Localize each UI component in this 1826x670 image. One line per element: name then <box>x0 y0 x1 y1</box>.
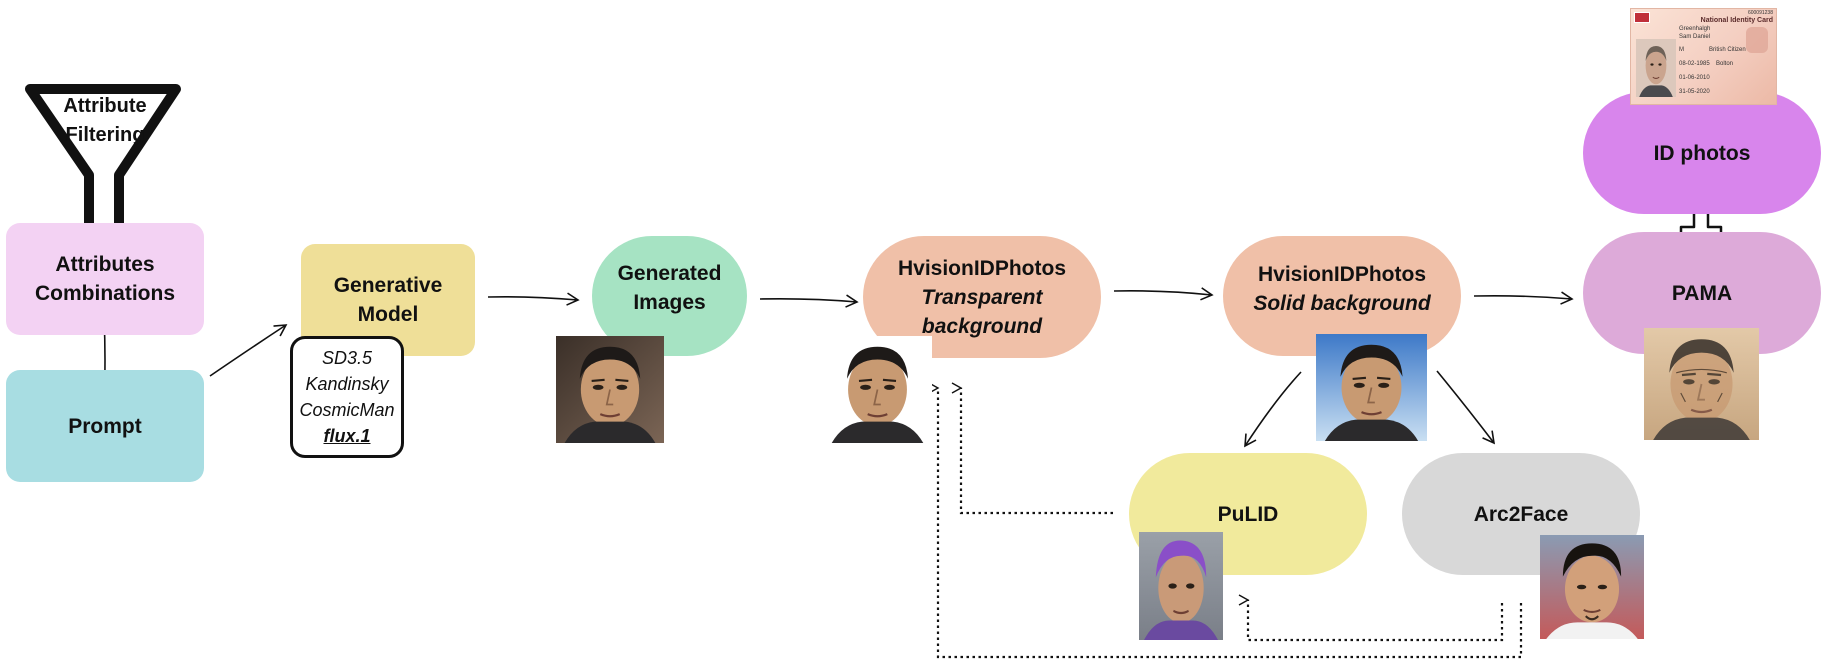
id-card-expiry: 31-05-2020 <box>1679 89 1710 95</box>
node-id-photos-label: ID photos <box>1653 141 1751 165</box>
portrait-arc2face <box>1540 535 1644 639</box>
id-card-nationality: British Citizen <box>1709 47 1746 53</box>
node-hvision-transparent-line1: HvisionIDPhotos <box>897 256 1066 280</box>
loop-arc2face-to-pulid <box>1238 594 1504 642</box>
flag-icon <box>1634 12 1650 23</box>
id-card-dob: 08-02-1985 <box>1679 61 1710 67</box>
node-generative-line1: Generative <box>333 274 443 297</box>
arrow-prompt-to-model <box>209 324 288 377</box>
id-card-sex: M <box>1679 47 1684 53</box>
node-attributes-line1: Attributes <box>55 253 155 276</box>
node-prompt: Prompt <box>6 370 204 482</box>
id-card-name-line1: Greenhalgh <box>1679 26 1711 32</box>
node-hvision-transparent-line3: background <box>921 314 1043 338</box>
crest-icon <box>1746 27 1768 53</box>
portrait-pulid <box>1139 532 1223 640</box>
portrait-transparent-bg <box>823 336 932 443</box>
id-card-image: 600091238 National Identity Card Greenha… <box>1630 8 1777 105</box>
funnel-label-line1: Attribute <box>63 95 147 117</box>
arrow-solid-to-arc2face <box>1436 370 1496 445</box>
node-pulid-label: PuLID <box>1217 502 1279 526</box>
portrait-generated-image <box>556 336 664 443</box>
feedback-loops <box>928 382 1523 659</box>
arrow-solid-to-pama <box>1473 291 1574 305</box>
id-card-header: National Identity Card <box>1700 17 1773 24</box>
model-item: CosmicMan <box>299 400 395 420</box>
node-hvision-solid-line1: HvisionIDPhotos <box>1257 263 1426 286</box>
id-card-number: 600091238 <box>1747 10 1773 16</box>
id-card-issue: 01-06-2010 <box>1679 75 1710 81</box>
loop-pulid-to-transparent <box>951 382 1113 515</box>
id-card-portrait <box>1636 39 1676 97</box>
node-id-photos: ID photos <box>1583 92 1821 214</box>
model-item: Kandinsky <box>305 374 389 394</box>
node-hvision-solid: HvisionIDPhotos Solid background <box>1223 236 1461 356</box>
portrait-pama <box>1644 328 1759 440</box>
portrait-solid-bg <box>1316 334 1427 441</box>
id-card-place: Bolton <box>1716 61 1734 67</box>
model-item: SD3.5 <box>321 348 373 368</box>
node-hvision-transparent: HvisionIDPhotos Transparent background <box>863 236 1101 358</box>
node-pama-label: PAMA <box>1671 281 1733 305</box>
model-list: SD3.5 Kandinsky CosmicMan flux.1 <box>290 336 404 458</box>
node-generated-line2: Images <box>633 291 706 314</box>
node-generative-line2: Model <box>357 303 419 326</box>
node-attributes-combinations: Attributes Combinations <box>6 223 204 335</box>
node-hvision-solid-line2: Solid background <box>1253 292 1431 315</box>
model-item: flux.1 <box>323 426 371 446</box>
arrow-transparent-to-solid <box>1113 287 1214 301</box>
arrow-solid-to-pulid <box>1244 371 1302 448</box>
node-attributes-line2: Combinations <box>35 282 175 305</box>
node-prompt-label: Prompt <box>68 414 142 438</box>
node-hvision-transparent-line2: Transparent <box>921 285 1043 309</box>
node-arc2face-label: Arc2Face <box>1473 502 1569 526</box>
arrow-model-to-images <box>487 292 580 306</box>
id-card-name-line2: Sam Daniel <box>1679 34 1711 40</box>
funnel-label: Attribute Filtering <box>40 92 170 150</box>
funnel-label-line2: Filtering <box>65 124 145 146</box>
node-pulid: PuLID <box>1129 453 1367 575</box>
node-generated-line1: Generated <box>617 262 722 285</box>
arrow-images-to-transparent <box>759 294 859 308</box>
